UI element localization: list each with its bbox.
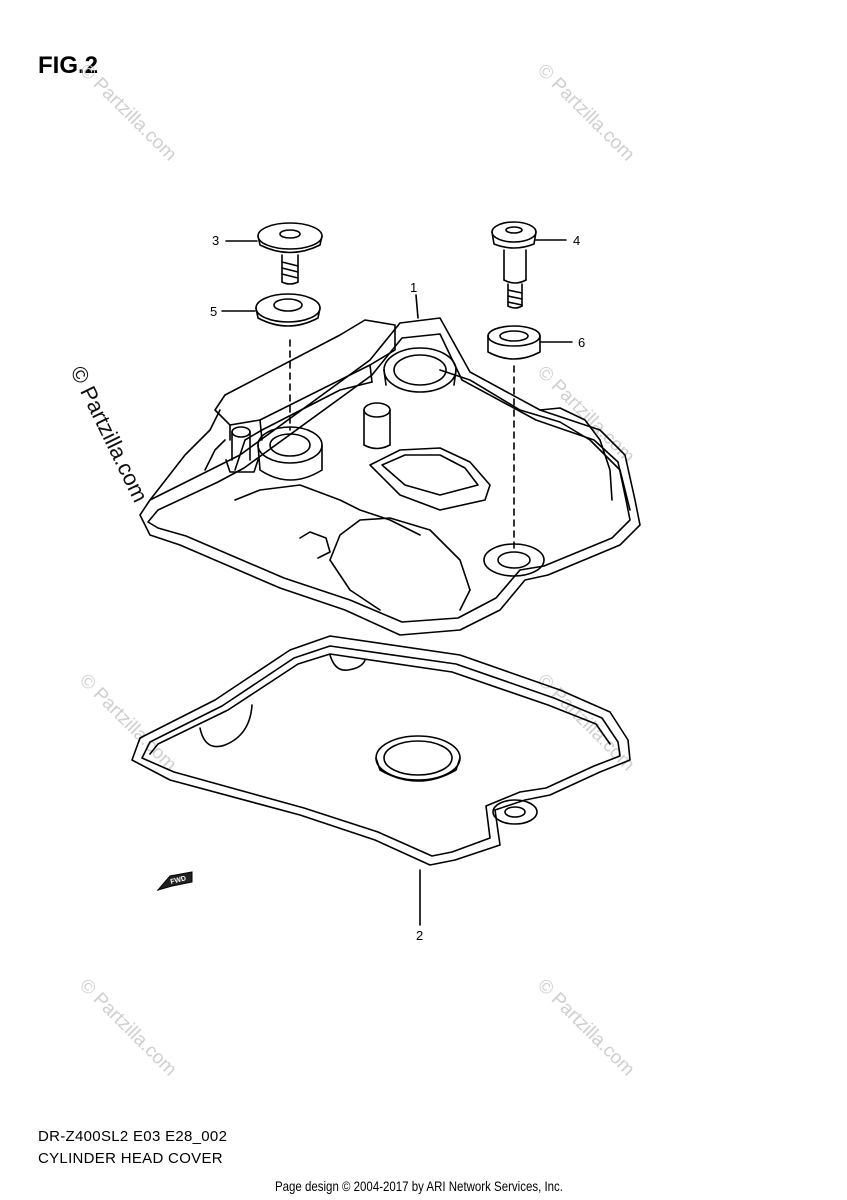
callout-1: 1 (410, 280, 418, 295)
bolt-part-4 (491, 221, 537, 309)
callout-2: 2 (416, 928, 424, 943)
callout-6: 6 (578, 335, 586, 350)
diagram-code: DR-Z400SL2 E03 E28_002 (38, 1128, 228, 1145)
callout-4: 4 (573, 233, 581, 248)
bolt-part-3 (257, 222, 323, 285)
callout-3: 3 (212, 233, 220, 248)
grommet-part-6 (487, 325, 541, 360)
fwd-arrow-icon: FWD (156, 870, 196, 901)
cylinder-head-cover (139, 317, 641, 636)
page-footer: Page design © 2004-2017 by ARI Network S… (275, 1178, 563, 1194)
fwd-label: FWD (170, 875, 187, 886)
figure-title: FIG.2 (38, 52, 99, 79)
head-cover-gasket (131, 635, 631, 866)
washer-part-5 (255, 293, 321, 327)
callout-5: 5 (210, 304, 218, 319)
diagram-name: CYLINDER HEAD COVER (38, 1150, 223, 1167)
